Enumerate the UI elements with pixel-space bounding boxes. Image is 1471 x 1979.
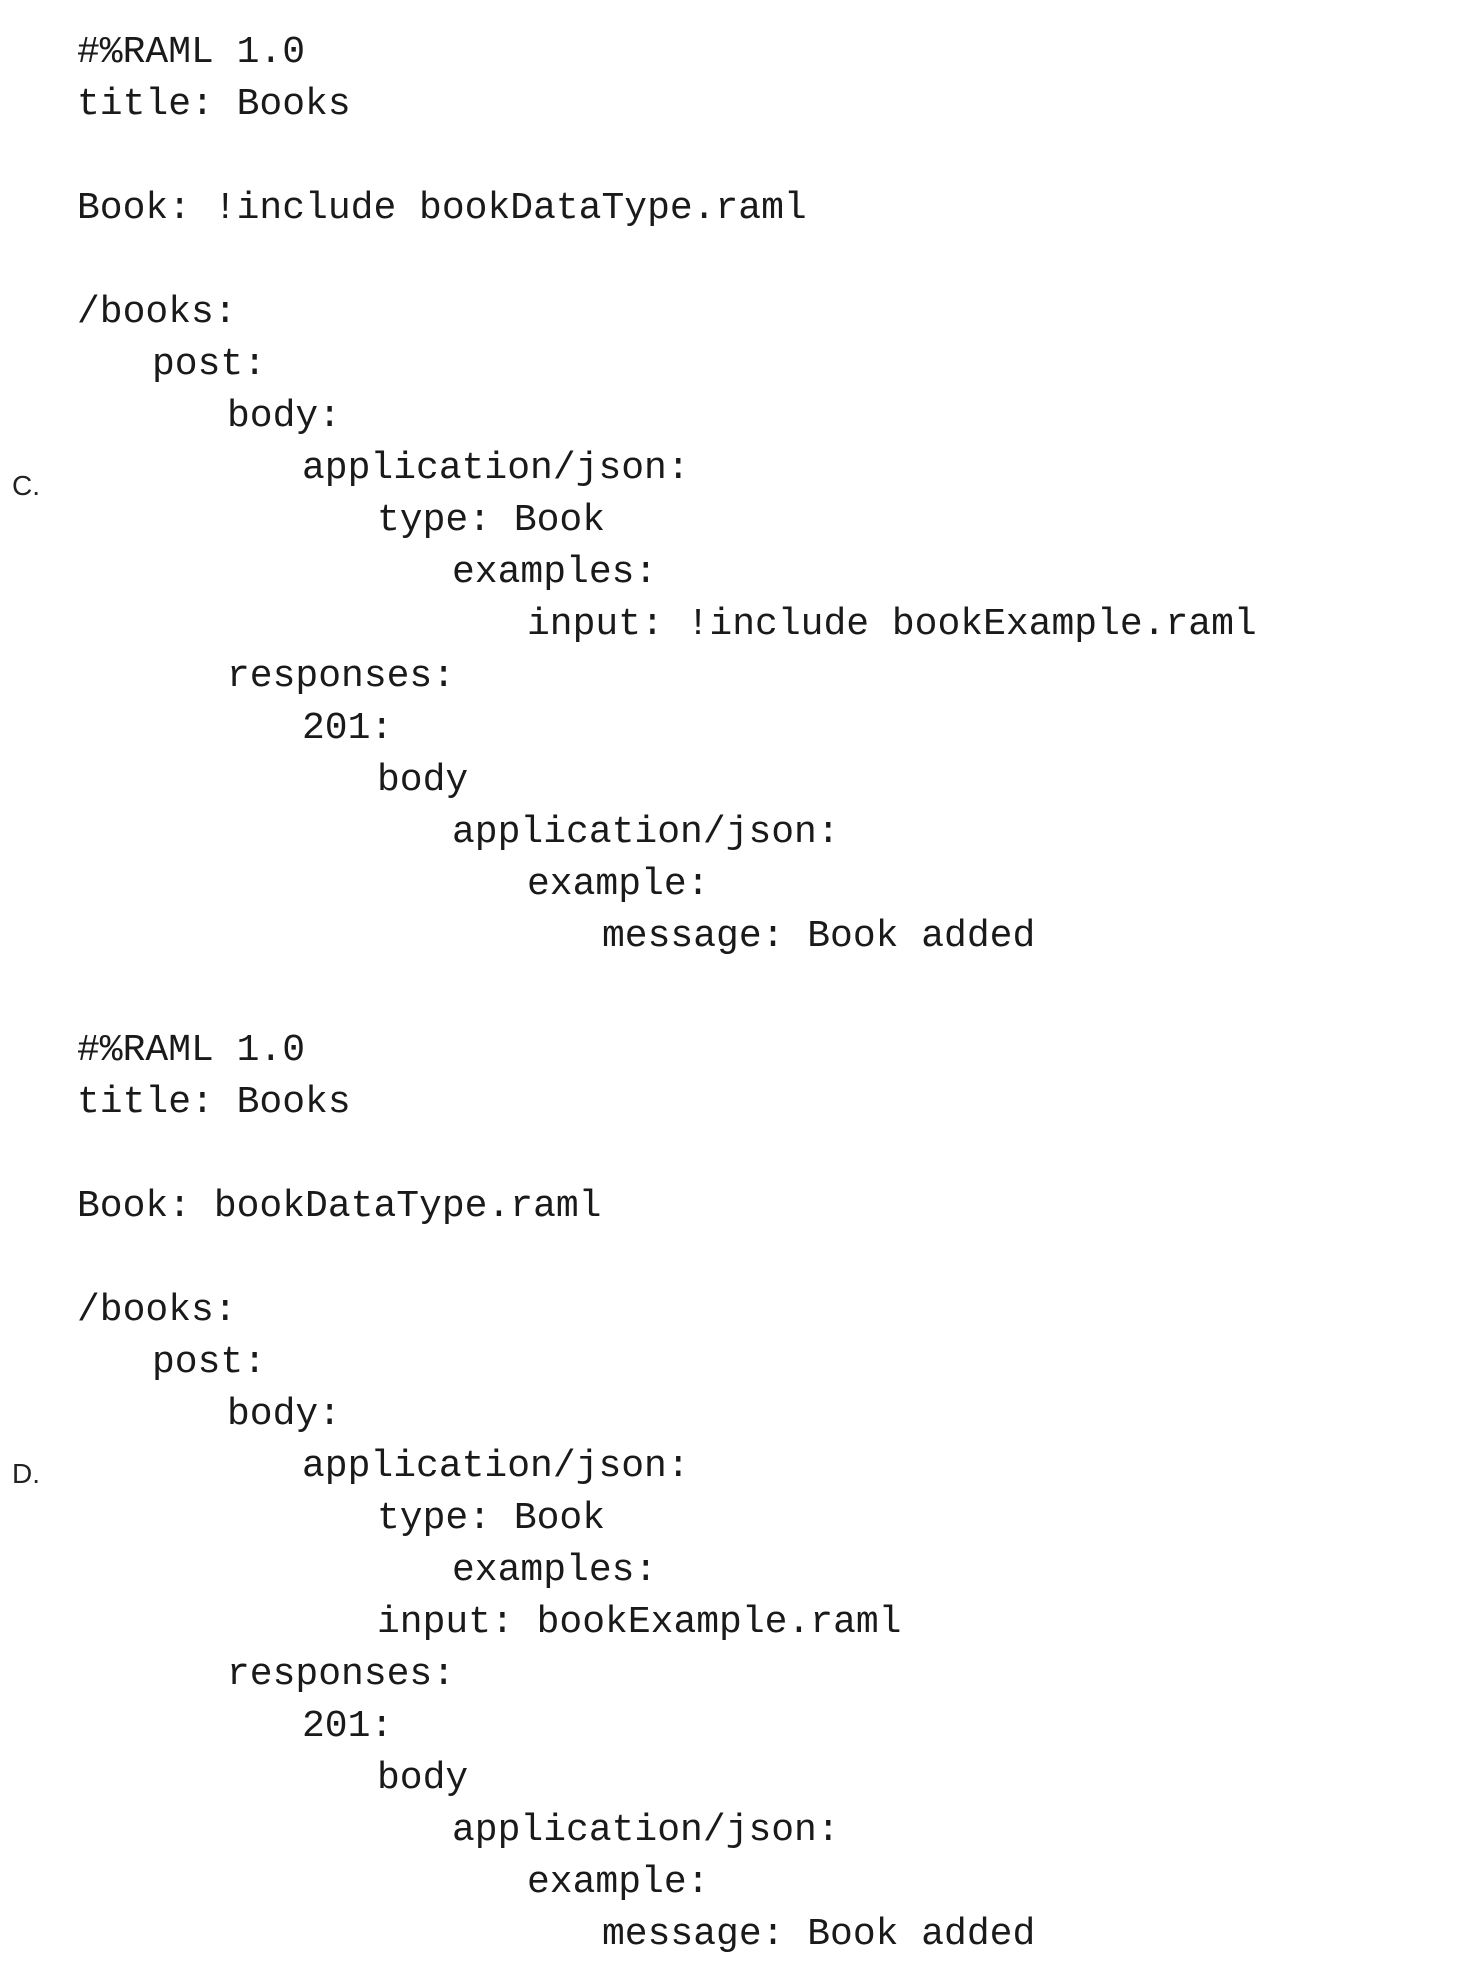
code-line: message: Book added bbox=[602, 1913, 1036, 1956]
code-line: responses: bbox=[227, 655, 456, 698]
code-line: title: Books bbox=[77, 1081, 351, 1124]
code-line: input: !include bookExample.raml bbox=[527, 603, 1257, 646]
code-line: application/json: bbox=[302, 447, 690, 490]
code-line: example: bbox=[527, 863, 710, 906]
code-line: message: Book added bbox=[602, 915, 1036, 958]
code-line: type: Book bbox=[377, 499, 606, 542]
code-line: Book: !include bookDataType.raml bbox=[77, 187, 807, 230]
code-line: body: bbox=[227, 395, 342, 438]
code-line: body bbox=[377, 759, 469, 802]
code-line: examples: bbox=[452, 551, 658, 594]
code-line: Book: bookDataType.raml bbox=[77, 1185, 602, 1228]
code-line: application/json: bbox=[452, 811, 840, 854]
code-line: application/json: bbox=[452, 1809, 840, 1852]
option-letter: C. bbox=[12, 470, 40, 501]
code-line: /books: bbox=[77, 291, 237, 334]
code-line: #%RAML 1.0 bbox=[77, 31, 306, 74]
code-line: example: bbox=[527, 1861, 710, 1904]
code-line: body: bbox=[227, 1393, 342, 1436]
code-line: 201: bbox=[302, 707, 394, 750]
code-line: /books: bbox=[77, 1289, 237, 1332]
option-letter: D. bbox=[12, 1458, 40, 1489]
code-line: responses: bbox=[227, 1653, 456, 1696]
code-line: examples: bbox=[452, 1549, 658, 1592]
code-line: application/json: bbox=[302, 1445, 690, 1488]
code-line: post: bbox=[152, 343, 267, 386]
code-line: #%RAML 1.0 bbox=[77, 1029, 306, 1072]
code-line: input: bookExample.raml bbox=[377, 1601, 902, 1644]
code-line: body bbox=[377, 1757, 469, 1800]
code-line: 201: bbox=[302, 1705, 394, 1748]
code-line: title: Books bbox=[77, 83, 351, 126]
code-line: type: Book bbox=[377, 1497, 606, 1540]
code-line: post: bbox=[152, 1341, 267, 1384]
